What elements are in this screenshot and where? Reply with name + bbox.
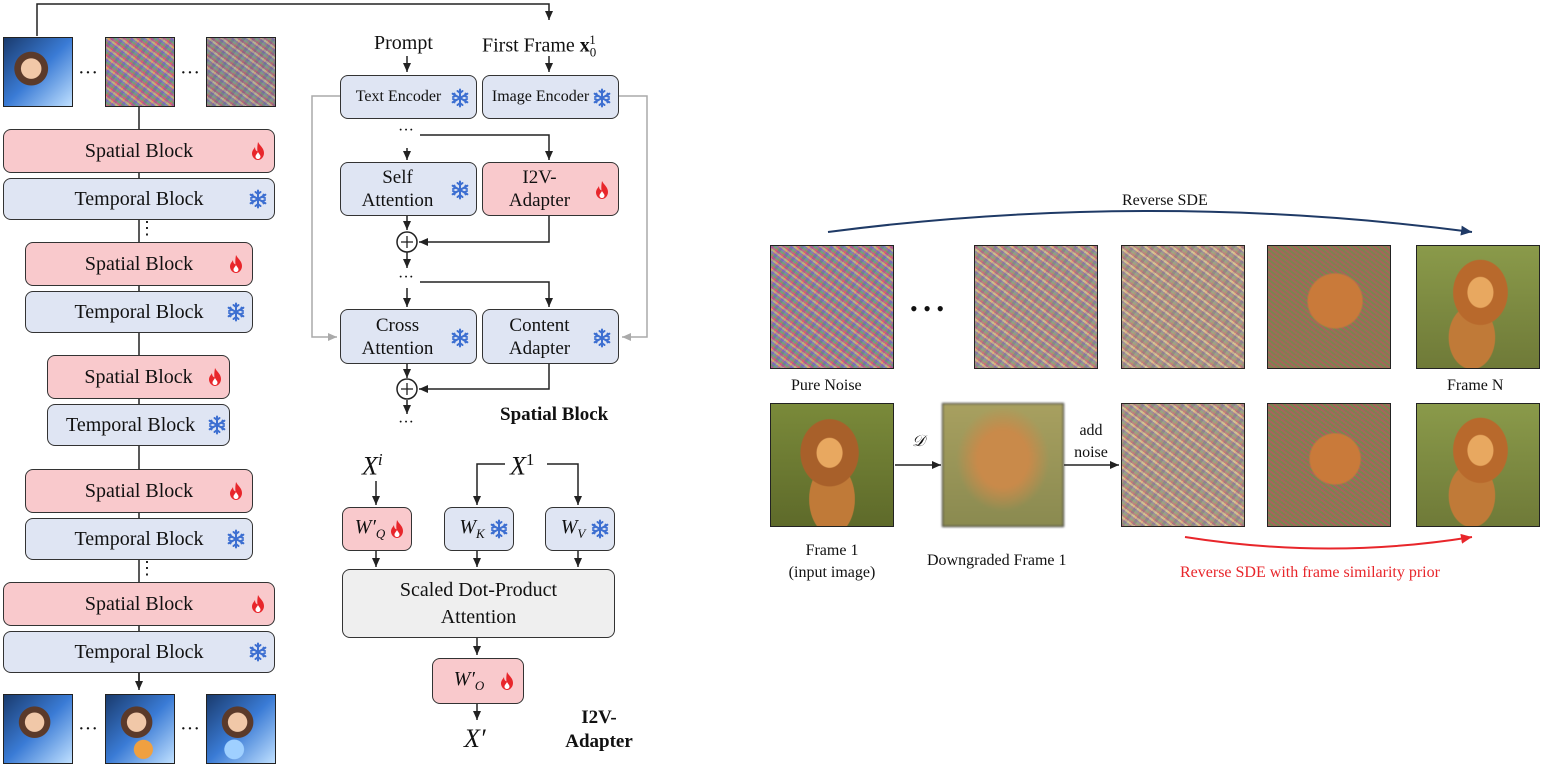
noisy-lion-2 xyxy=(1121,245,1245,369)
dots-3: ··· xyxy=(398,414,414,431)
pure-noise-label: Pure Noise xyxy=(791,377,862,394)
text-encoder-box: Text Encoder xyxy=(340,75,477,119)
flame-icon xyxy=(205,367,225,387)
spatial-block-1: Spatial Block xyxy=(3,129,275,173)
flame-icon xyxy=(592,180,612,200)
snowflake-icon xyxy=(226,302,246,322)
reverse-sde-label: Reverse SDE xyxy=(1122,192,1208,209)
spatial-block-title: Spatial Block xyxy=(500,404,609,425)
spatial-block-5: Spatial Block xyxy=(3,582,275,626)
i2v-adapter-box: I2V- Adapter xyxy=(482,162,619,216)
output-frame-thumbnail-3 xyxy=(206,694,276,764)
temporal-block-2: Temporal Block xyxy=(25,291,253,333)
spatial-block-2: Spatial Block xyxy=(25,242,253,286)
ellipsis: • • • xyxy=(910,296,945,321)
downgraded-frame-label: Downgraded Frame 1 xyxy=(927,552,1067,569)
noisy-frame-thumbnail-2 xyxy=(206,37,276,107)
temporal-block-5: Temporal Block xyxy=(3,631,275,673)
reverse-sde-prior-label: Reverse SDE with frame similarity prior xyxy=(1180,564,1440,581)
dots-bottom-2: ··· xyxy=(180,718,200,740)
input-frame-thumbnail xyxy=(3,37,73,107)
output-frame-thumbnail-2 xyxy=(105,694,175,764)
frame-1-image xyxy=(770,403,894,527)
dots-top-2: ··· xyxy=(180,62,200,84)
snowflake-icon xyxy=(592,88,612,108)
image-encoder-box: Image Encoder xyxy=(482,75,619,119)
first-frame-label: First Frame x01 xyxy=(482,32,597,60)
wk-box: WK xyxy=(444,507,514,551)
temporal-block-3: Temporal Block xyxy=(47,404,230,446)
wv-box: WV xyxy=(545,507,615,551)
vertical-dots-1: ⋮ xyxy=(138,218,156,238)
degradation-operator: 𝒟 xyxy=(912,433,925,450)
flame-icon xyxy=(248,141,268,161)
add-noise-label: add noise xyxy=(1074,422,1108,461)
snowflake-icon xyxy=(450,180,470,200)
spatial-block-4: Spatial Block xyxy=(25,469,253,513)
dots-bottom-1: ··· xyxy=(78,718,98,740)
snowflake-icon xyxy=(226,529,246,549)
i2v-adapter-title: I2V- Adapter xyxy=(565,707,633,752)
downgraded-frame-image xyxy=(942,403,1064,527)
flame-icon xyxy=(387,519,407,539)
dots-1: ··· xyxy=(398,122,414,139)
noisy-frame-1 xyxy=(1121,403,1245,527)
noisy-lion-3 xyxy=(1267,245,1391,369)
temporal-block-4: Temporal Block xyxy=(25,518,253,560)
snowflake-icon xyxy=(248,189,268,209)
wo-box: W′O xyxy=(432,658,524,704)
temporal-block-1: Temporal Block xyxy=(3,178,275,220)
snowflake-icon xyxy=(590,519,610,539)
dots-top-1: ··· xyxy=(78,62,98,84)
input-image-label: (input image) xyxy=(788,564,876,581)
spatial-block-3: Spatial Block xyxy=(47,355,230,399)
self-attention-box: Self Attention xyxy=(340,162,477,216)
cross-attention-box: Cross Attention xyxy=(340,309,477,364)
snowflake-icon xyxy=(489,519,509,539)
flame-icon xyxy=(226,254,246,274)
flame-icon xyxy=(226,481,246,501)
noisy-frame-thumbnail xyxy=(105,37,175,107)
wq-box: W′Q xyxy=(342,507,412,551)
content-adapter-box: Content Adapter xyxy=(482,309,619,364)
pure-noise-image xyxy=(770,245,894,369)
xi-label: Xi xyxy=(362,450,383,481)
snowflake-icon xyxy=(592,328,612,348)
snowflake-icon xyxy=(207,415,227,435)
x1-label: X1 xyxy=(510,450,535,481)
noisy-lion-1 xyxy=(974,245,1098,369)
prompt-label: Prompt xyxy=(374,32,433,54)
frame-n-label: Frame N xyxy=(1447,377,1504,394)
vertical-dots-2: ⋮ xyxy=(138,558,156,578)
output-frame-thumbnail-1 xyxy=(3,694,73,764)
snowflake-icon xyxy=(450,328,470,348)
frame-n-image xyxy=(1416,245,1540,369)
scaled-dot-product-attention-box: Scaled Dot-Product Attention xyxy=(342,569,615,638)
snowflake-icon xyxy=(248,642,268,662)
noisy-frame-2 xyxy=(1267,403,1391,527)
xprime-label: X′ xyxy=(464,724,486,753)
snowflake-icon xyxy=(450,88,470,108)
frame-1-label: Frame 1 xyxy=(805,542,859,559)
flame-icon xyxy=(497,671,517,691)
dots-2: ··· xyxy=(398,269,414,286)
flame-icon xyxy=(248,594,268,614)
restored-frame-image xyxy=(1416,403,1540,527)
